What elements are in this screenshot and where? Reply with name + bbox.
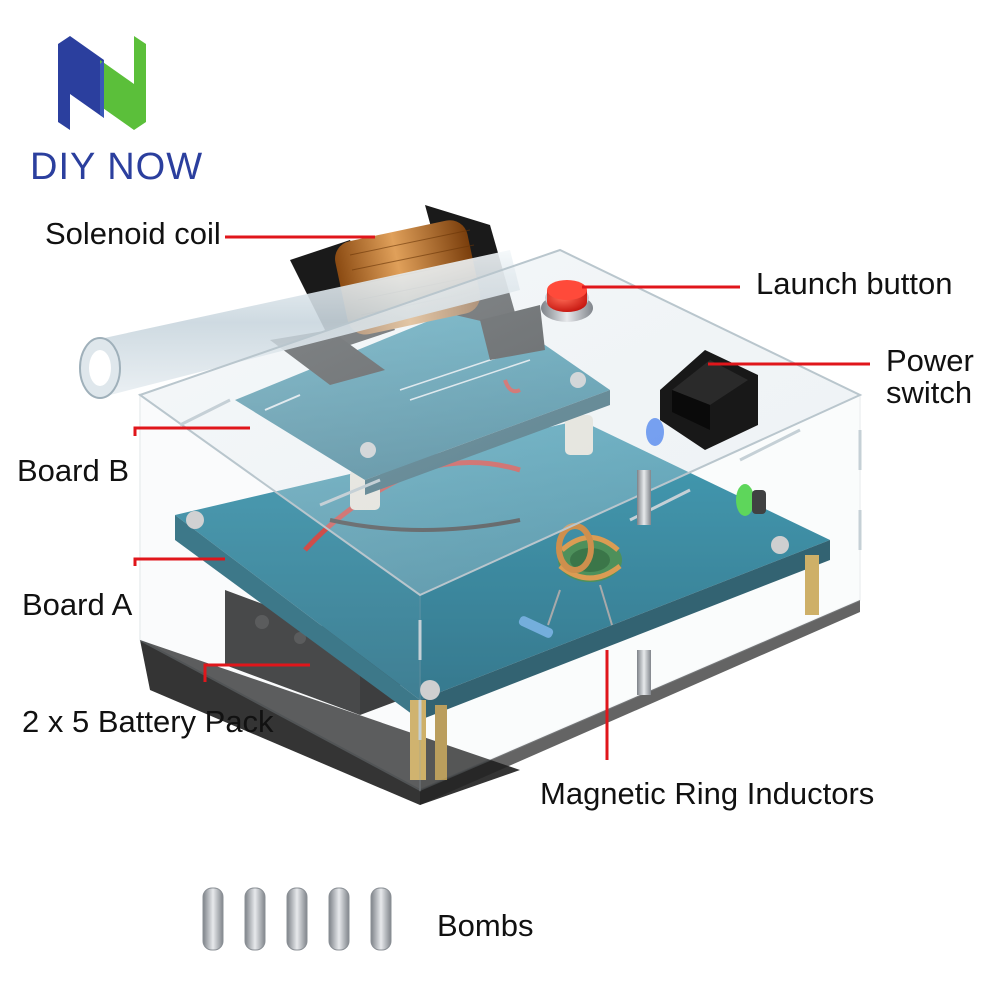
diy-now-logo-icon bbox=[58, 36, 146, 130]
label-battery-pack: 2 x 5 Battery Pack bbox=[22, 704, 274, 739]
label-power-switch-line2: switch bbox=[886, 375, 973, 410]
label-bombs: Bombs bbox=[437, 908, 534, 943]
label-magnetic-ring-inductors: Magnetic Ring Inductors bbox=[540, 776, 875, 811]
brand-name: DIY NOW bbox=[30, 146, 204, 188]
label-power-switch-line1: Power bbox=[886, 343, 974, 378]
power-switch bbox=[660, 350, 758, 450]
label-solenoid-coil: Solenoid coil bbox=[45, 216, 221, 251]
label-board-b: Board B bbox=[17, 453, 130, 488]
label-launch-button: Launch button bbox=[756, 266, 953, 301]
acrylic-case bbox=[137, 248, 863, 792]
callout-leaders bbox=[133, 235, 870, 760]
label-board-a: Board A bbox=[22, 587, 133, 622]
magnetic-ring-inductors bbox=[547, 523, 622, 626]
launch-button bbox=[541, 280, 593, 322]
launch-tube bbox=[79, 250, 520, 399]
bombs-pins bbox=[202, 887, 392, 951]
